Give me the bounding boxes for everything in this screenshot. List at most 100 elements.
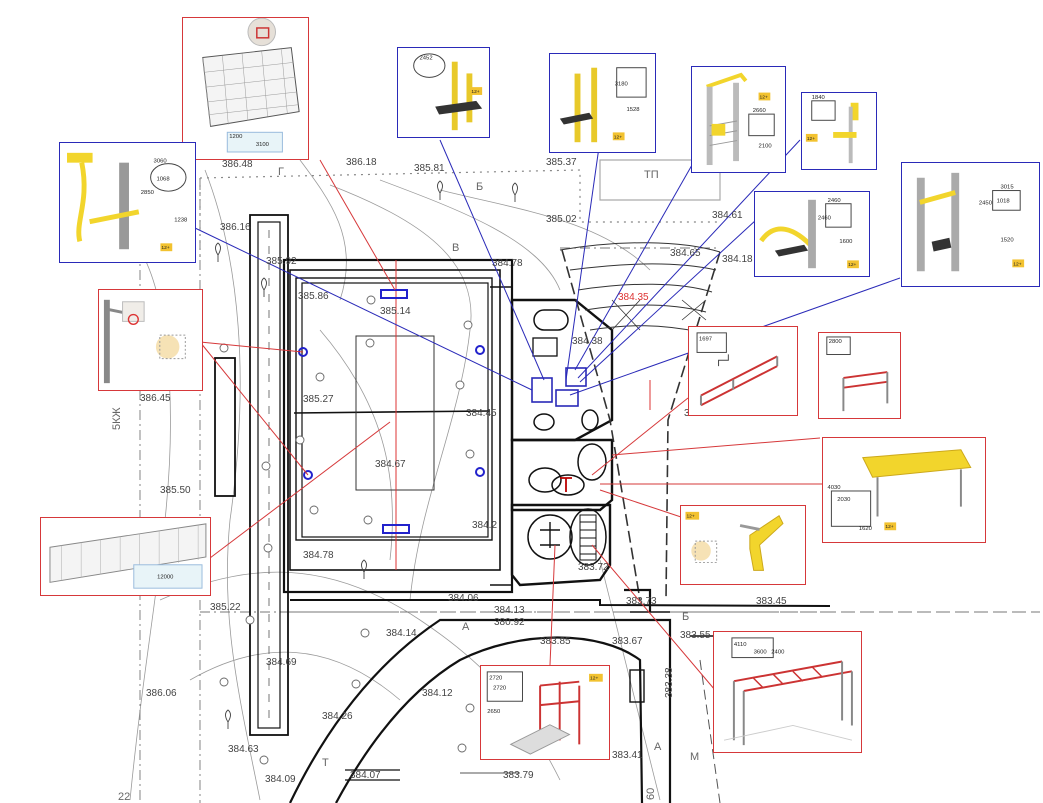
leg-press-dim-b: 1528 — [627, 107, 641, 113]
surfer-dim-c: 1018 — [997, 198, 1011, 204]
elevation-labels: 386.48 386.18 385.81 385.37 385.02 384.6… — [140, 157, 787, 785]
seated-push-illustration: 1840 12+ — [805, 95, 859, 164]
elev-label: 385.81 — [414, 163, 445, 174]
elev-label: 384.67 — [375, 459, 406, 470]
goal-dim-b: 3100 — [256, 142, 270, 148]
left-walkway — [214, 214, 289, 736]
elev-label: 384.65 — [670, 248, 701, 259]
age-badge: 12+ — [807, 136, 815, 142]
elev-label: 384.06 — [448, 593, 479, 604]
age-badge: 12+ — [848, 262, 856, 268]
elev-label: 383.72 — [578, 562, 609, 573]
goal-illustration: 1200 3100 — [202, 18, 300, 153]
elev-label: 384.63 — [228, 744, 259, 755]
fence-illustration: 12000 — [49, 523, 207, 589]
elev-label: 386.16 — [220, 222, 251, 233]
bench-illustration: 4030 2030 1620 12+ — [827, 449, 972, 532]
zone-code: А — [654, 741, 662, 753]
bars-parallel-illustration: 2800 — [826, 336, 889, 412]
card-football-goal: 1200 3100 — [182, 17, 309, 160]
zone-code: 22 — [118, 791, 130, 803]
elliptical-dim-c: 2850 — [141, 190, 155, 196]
transformer-label: ТП — [644, 169, 659, 181]
elev-label: 383.41 — [612, 750, 643, 761]
elliptical-illustration: 3060 1068 2850 1238 12+ — [67, 152, 188, 251]
combo-dim-b: 2720 — [493, 685, 507, 691]
elev-label: 383.38 — [664, 667, 675, 698]
surfer-illustration: 3015 2450 1018 1520 12+ — [916, 172, 1025, 272]
age-badge: 12+ — [614, 134, 622, 140]
bars-parallel-dim-a: 2800 — [829, 339, 843, 345]
card-power-tower: 2660 2100 12+ — [691, 66, 786, 173]
equipment-zone — [490, 286, 614, 587]
elev-label: 384.26 — [322, 711, 353, 722]
elev-label: 385.92 — [266, 256, 297, 267]
zone-code: Б — [682, 611, 689, 623]
right-arches — [559, 242, 721, 601]
zone-code: 60 — [645, 788, 657, 800]
bars-low-dim-a: 1697 — [699, 337, 712, 343]
elev-label: 383.73 — [626, 596, 657, 607]
card-bars-parallel: 2800 — [818, 332, 901, 419]
rower-dim-a: 2460 — [828, 198, 842, 204]
zone-codes: Г Б В А А М Б Т 5КЖ 22 60 ТП — [111, 166, 699, 803]
card-basketball — [98, 289, 203, 391]
elev-label: 384.2 — [472, 520, 497, 531]
combo-dim-a: 2720 — [489, 676, 503, 682]
rower-dim-b: 2460 — [818, 215, 832, 221]
twister-illustration: 2452 12+ — [413, 53, 483, 131]
elev-label: 384.07 — [350, 770, 381, 781]
zone-code: М — [690, 751, 699, 763]
monkey-dim-b: 3600 — [754, 650, 768, 656]
elev-label: 384.14 — [386, 628, 417, 639]
card-leg-press: 3180 1528 12+ — [549, 53, 656, 153]
age-badge: 12+ — [686, 514, 694, 520]
leg-press-dim-a: 3180 — [615, 81, 629, 87]
surfer-dim-d: 1520 — [1001, 238, 1015, 244]
age-badge: 12+ — [471, 89, 479, 95]
top-fence — [199, 159, 721, 260]
card-double-twister: 2452 12+ — [397, 47, 490, 138]
goal-dim-a: 1200 — [229, 134, 243, 140]
zone-code: В — [452, 242, 459, 254]
elev-label: 384.45 — [466, 408, 497, 419]
elev-label: 383.67 — [612, 636, 643, 647]
elev-label: 384.78 — [492, 258, 523, 269]
bench-dim-b: 2030 — [837, 497, 851, 503]
elev-label: 384.13 — [494, 605, 525, 616]
zone-code: Г — [278, 166, 284, 178]
leg-press-illustration: 3180 1528 12+ — [559, 67, 647, 143]
elev-label: 380.92 — [494, 617, 525, 628]
combo-illustration: 2720 2720 2650 12+ — [486, 671, 603, 755]
card-elliptical: 3060 1068 2850 1238 12+ — [59, 142, 196, 263]
elev-label: 385.50 — [160, 485, 191, 496]
surfer-dim-a: 3015 — [1001, 185, 1015, 191]
card-seated-push: 1840 12+ — [801, 92, 877, 170]
elliptical-dim-b: 1068 — [157, 176, 171, 182]
elev-label: 386.45 — [140, 393, 171, 404]
age-badge: 12+ — [161, 245, 169, 251]
elev-label: 383.85 — [540, 636, 571, 647]
tree-symbols — [215, 180, 518, 729]
elev-label: 385.14 — [380, 306, 411, 317]
elev-label: 386.18 — [346, 157, 377, 168]
card-monkey-bars: 4110 3600 2400 — [713, 631, 862, 753]
fence-dim-a: 12000 — [157, 574, 174, 580]
elev-label: 384.09 — [265, 774, 296, 785]
tower-dim-b: 2100 — [759, 143, 773, 149]
zone-code: 5КЖ — [111, 407, 123, 430]
elev-label: 383.55 — [680, 630, 711, 641]
elev-label: 384.61 — [712, 210, 743, 221]
monkey-dim-c: 2400 — [771, 650, 785, 656]
bars-low-illustration: 1697 — [696, 332, 779, 407]
push-dim-a: 1840 — [812, 95, 826, 101]
bench-dim-a: 4030 — [827, 485, 841, 491]
elev-label: 383.45 — [756, 596, 787, 607]
elev-label: 385.22 — [210, 602, 241, 613]
card-bench: 4030 2030 1620 12+ — [822, 437, 986, 543]
combo-dim-c: 2650 — [487, 709, 501, 715]
twister-dim-a: 2452 — [420, 56, 433, 62]
elev-label: 386.06 — [146, 688, 177, 699]
elev-label: 386.48 — [222, 159, 253, 170]
